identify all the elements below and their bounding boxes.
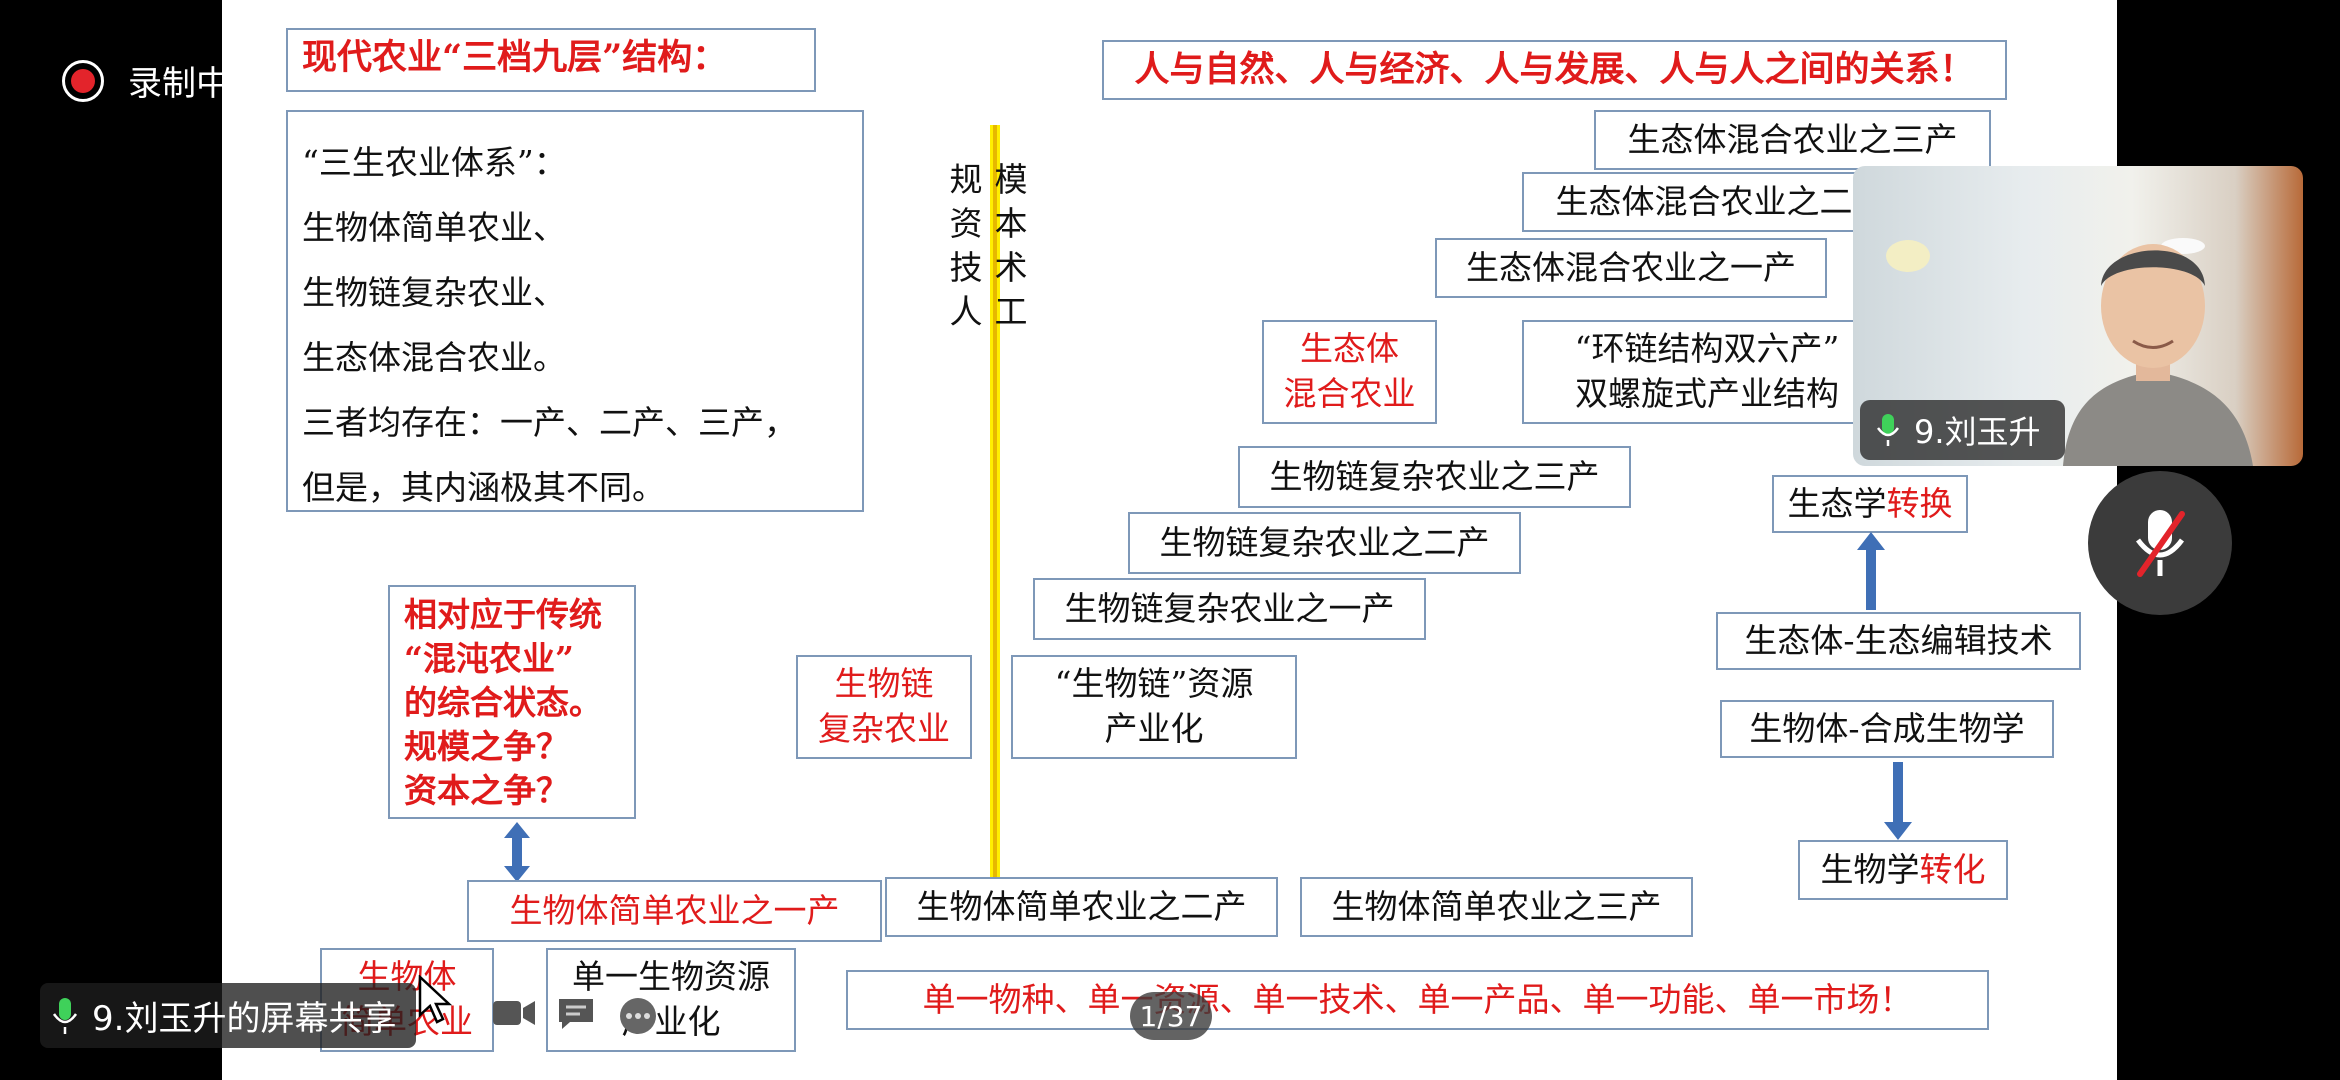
participant-avatar-icon	[1886, 238, 2253, 466]
biology-word: 生物学	[1820, 849, 1920, 889]
transform-word: 转换	[1886, 483, 1953, 523]
traditional-box: 相对应于传统 “混沌农业” 的综合状态。 规模之争？ 资本之争？	[388, 585, 636, 819]
ecology-transform-box: 生态学转换	[1772, 475, 1968, 533]
mic-muted-icon	[2135, 510, 2185, 577]
mute-toggle-button[interactable]	[2088, 471, 2232, 615]
participant-name-tag: 9.刘玉升	[1860, 400, 2065, 460]
axis-char: 资	[949, 204, 983, 243]
chain-level-2: 生物链复杂农业之二产	[1128, 512, 1521, 574]
chain-level-3: 生物链复杂农业之三产	[1238, 446, 1631, 508]
scale-axis-core	[993, 125, 997, 880]
relation-banner: 人与自然、人与经济、人与发展、人与人之间的关系！	[1102, 40, 2007, 100]
chain-resource-line: “生物链”资源	[1054, 664, 1254, 704]
screen-share-label: 9.刘玉升的屏幕共享	[40, 983, 417, 1048]
mic-active-icon	[1876, 414, 1900, 446]
axis-char: 规	[949, 160, 983, 199]
axis-char: 本	[994, 204, 1028, 243]
biology-transform-box: 生物学转化	[1798, 840, 2008, 900]
shared-slide: 现代农业“三档九层”结构： 人与自然、人与经济、人与发展、人与人之间的关系！ “…	[222, 0, 2117, 1080]
ring-chain-box: “环链结构双六产” 双螺旋式产业结构	[1522, 320, 1892, 424]
more-icon[interactable]	[618, 996, 658, 1036]
axis-char: 工	[994, 292, 1028, 331]
simple-level-2: 生物体简单农业之二产	[885, 877, 1278, 937]
eco-label-line: 生态体	[1300, 329, 1399, 369]
intro-box: “三生农业体系”： 生物体简单农业、 生物链复杂农业、 生态体混合农业。 三者均…	[286, 110, 864, 512]
participant-name: 9.刘玉升	[1914, 413, 2041, 451]
eco-mixed-label: 生态体 混合农业	[1262, 320, 1437, 424]
eco-level-1: 生态体混合农业之一产	[1435, 238, 1827, 298]
record-icon	[62, 59, 104, 102]
ring-chain-line: 双螺旋式产业结构	[1575, 374, 1839, 413]
chain-level-1: 生物链复杂农业之一产	[1033, 578, 1426, 640]
eco-level-2: 生态体混合农业之二产	[1522, 172, 1919, 232]
down-arrow-icon	[1884, 762, 1912, 840]
chat-icon[interactable]	[556, 996, 596, 1032]
chain-resource-line: 产业化	[1104, 709, 1204, 748]
traditional-line: 规模之争？	[404, 727, 569, 766]
ring-chain-line: “环链结构双六产”	[1574, 329, 1840, 369]
mic-active-icon	[52, 997, 78, 1034]
intro-line: 生物体简单农业、	[302, 208, 566, 247]
simple-level-3: 生物体简单农业之三产	[1300, 877, 1693, 937]
chain-complex-label: 生物链 复杂农业	[796, 655, 972, 759]
page-indicator: 1/37	[1130, 992, 1212, 1040]
axis-char: 术	[994, 248, 1028, 287]
traditional-line: “混沌农业”	[404, 639, 574, 678]
chain-label-line: 复杂农业	[818, 709, 950, 748]
axis-char: 人	[949, 292, 983, 331]
axis-right-labels: 模 本 术 工	[992, 158, 1030, 334]
intro-line: 三者均存在：一产、二产、三产，	[302, 403, 797, 442]
axis-char: 技	[949, 248, 983, 287]
intro-line: “三生农业体系”：	[302, 143, 567, 182]
recording-indicator[interactable]: 录制中	[62, 56, 230, 105]
slide-title: 现代农业“三档九层”结构：	[286, 28, 816, 92]
double-arrow-icon	[504, 822, 530, 882]
traditional-line: 资本之争？	[404, 771, 569, 810]
synbio-box: 生物体-合成生物学	[1720, 700, 2054, 758]
eco-edit-box: 生态体-生态编辑技术	[1716, 612, 2081, 670]
eco-level-3: 生态体混合农业之三产	[1594, 110, 1991, 170]
recording-label: 录制中	[128, 64, 230, 104]
ecology-word: 生态学	[1787, 483, 1887, 523]
cursor-icon	[418, 975, 452, 1024]
intro-line: 生态体混合农业。	[302, 338, 566, 377]
single-resource-line: 单一生物资源	[572, 957, 770, 997]
screen-share-text: 9.刘玉升的屏幕共享	[92, 999, 397, 1039]
simple-level-1: 生物体简单农业之一产	[467, 880, 882, 942]
transform-word: 转化	[1919, 849, 1986, 889]
chain-label-line: 生物链	[834, 664, 934, 704]
intro-line: 生物链复杂农业、	[302, 273, 566, 312]
intro-line: 但是，其内涵极其不同。	[302, 468, 665, 507]
video-icon[interactable]	[492, 996, 536, 1030]
traditional-line: 的综合状态。	[404, 683, 602, 722]
eco-label-line: 混合农业	[1283, 374, 1416, 413]
chain-resource-box: “生物链”资源 产业化	[1011, 655, 1297, 759]
traditional-line: 相对应于传统	[404, 595, 602, 634]
axis-left-labels: 规 资 技 人	[947, 158, 985, 334]
up-arrow-icon	[1857, 532, 1885, 610]
axis-char: 模	[994, 160, 1028, 199]
single-banner: 单一物种、单一资源、单一技术、单一产品、单一功能、单一市场！	[846, 970, 1989, 1030]
